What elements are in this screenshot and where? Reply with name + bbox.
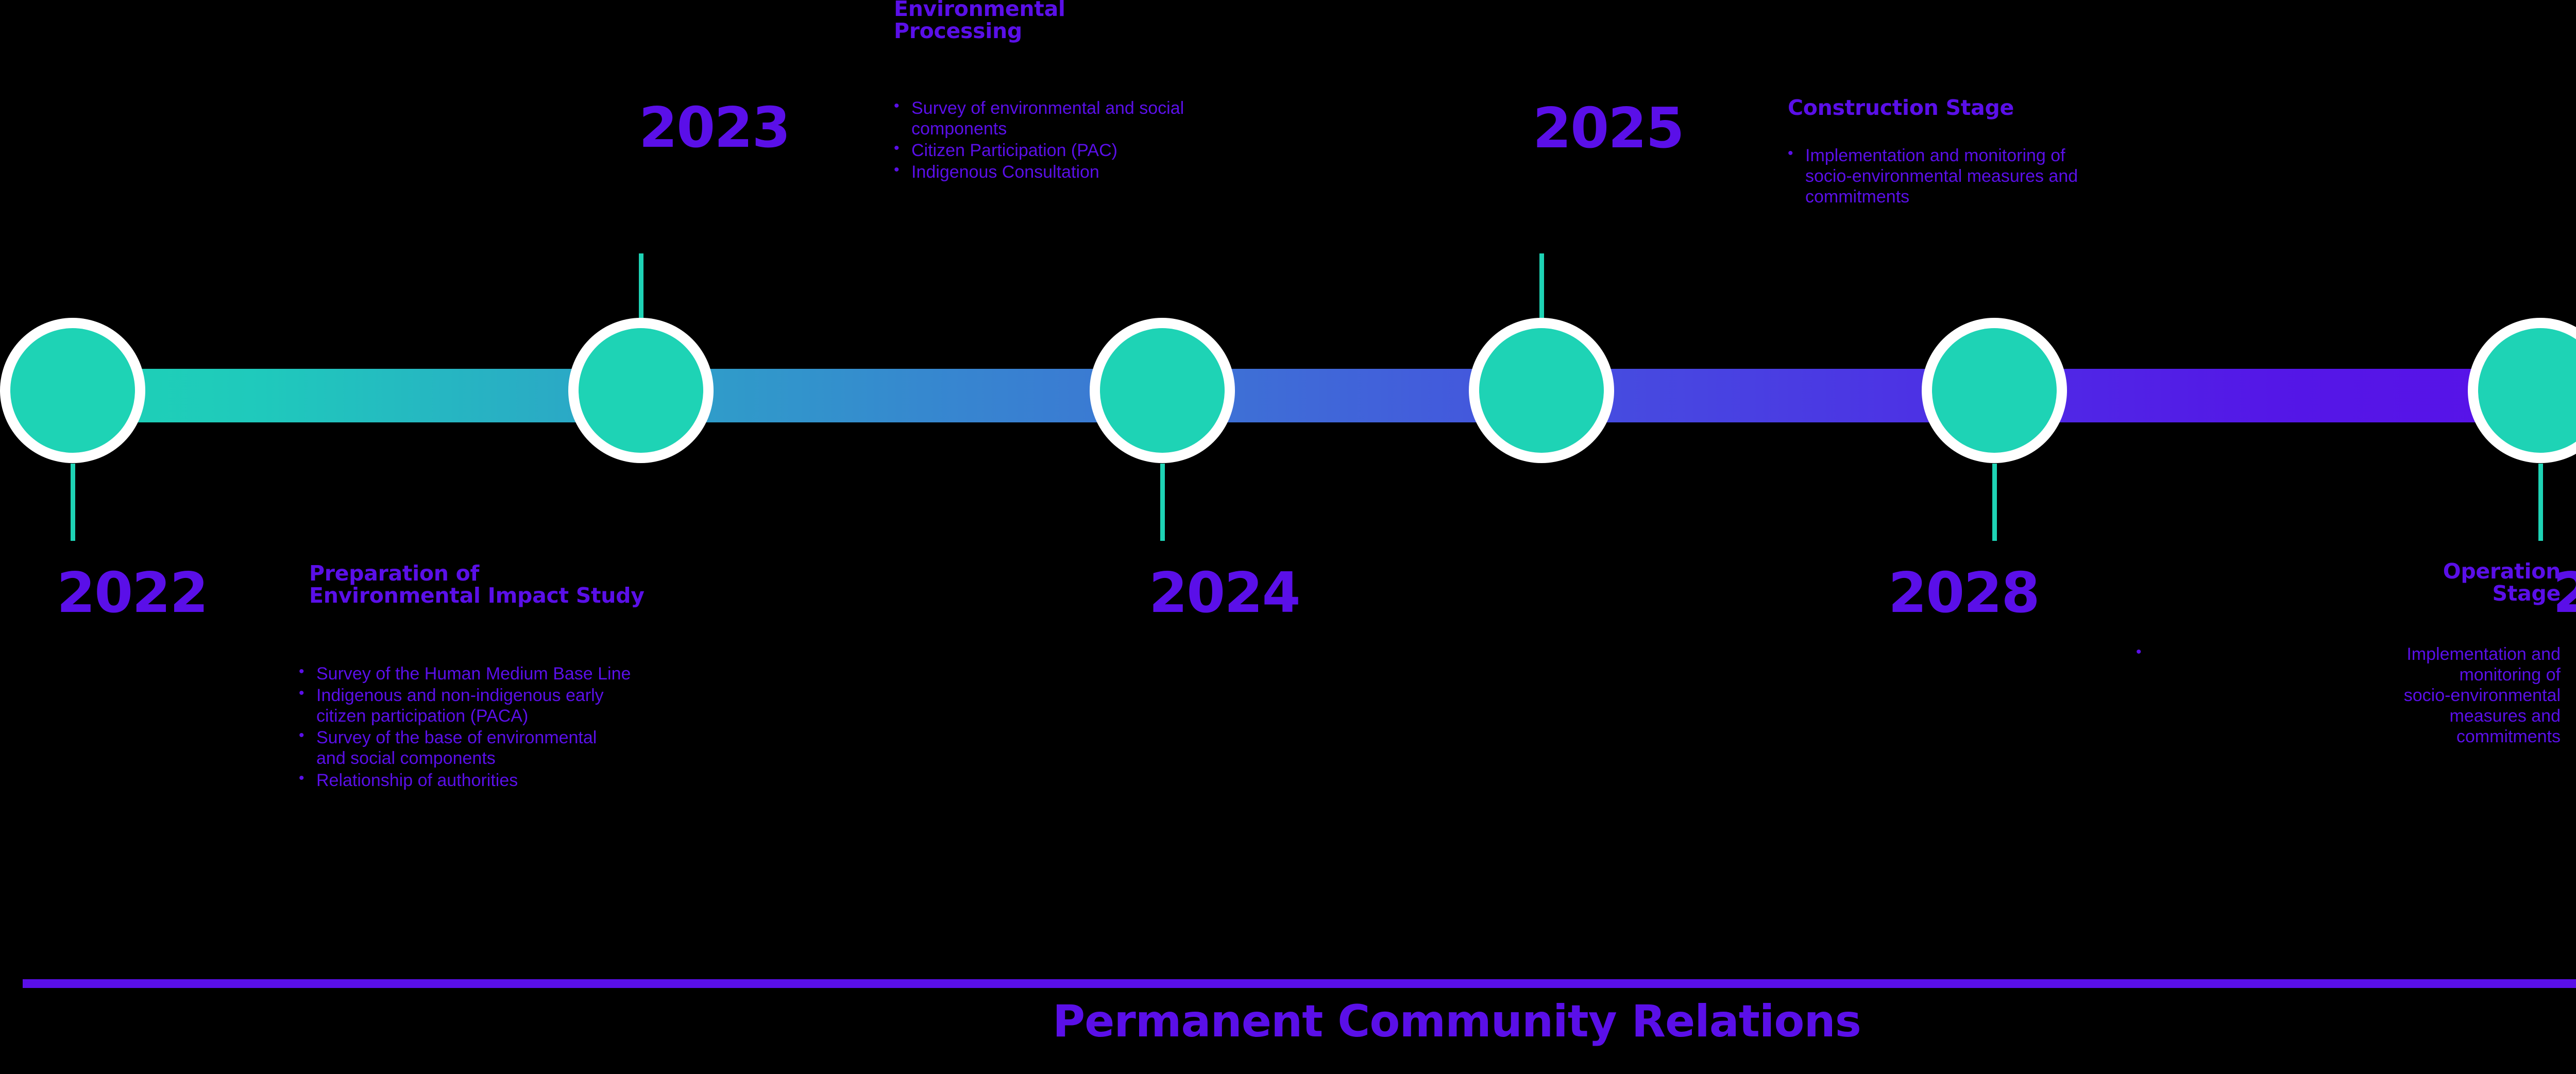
timeline-node-2024[interactable]: [1090, 318, 1235, 463]
milestone-title-2029-line1: Operation: [2443, 559, 2561, 584]
milestone-stem-2022: [71, 464, 75, 541]
list-item: Implementation and monitoring of socio-e…: [1788, 144, 2396, 207]
node-core: [579, 328, 703, 453]
bullet-line: citizen participation (PACA): [316, 706, 529, 726]
milestone-year-2029: 2029: [2553, 561, 2576, 625]
milestone-bullets-2022: Survey of the Human Medium Base Line Ind…: [299, 662, 969, 792]
list-item: Survey of the Human Medium Base Line: [299, 662, 969, 684]
milestone-stem-2025: [1539, 253, 1544, 327]
milestone-title-2025: Construction Stage: [1788, 95, 2210, 120]
milestone-title-2029: Operation Stage: [2210, 560, 2561, 605]
milestone-title-2022-line2: Environmental Impact Study: [309, 583, 645, 608]
bullet-line: commitments: [1805, 187, 1910, 207]
list-item: Relationship of authorities: [299, 769, 969, 791]
bullet-line: Survey of environmental and social: [911, 98, 1184, 118]
list-item: Implementation and monitoring of socio-e…: [2136, 643, 2561, 747]
bullet-line: monitoring of: [2459, 665, 2561, 685]
milestone-stem-2023: [639, 253, 643, 327]
node-core: [1932, 328, 2057, 453]
milestone-title-2025-line1: Construction Stage: [1788, 95, 2014, 120]
list-item: Survey of environmental and social compo…: [894, 97, 1450, 139]
bullet-line: Indigenous and non-indigenous early: [316, 686, 604, 706]
milestone-stem-2024: [1160, 464, 1165, 541]
bullet-line: Implementation and monitoring of: [1805, 146, 2065, 165]
bullet-line: commitments: [2456, 727, 2561, 747]
milestone-title-2023: Environmental Processing: [894, 0, 1213, 43]
node-core: [1479, 328, 1604, 453]
footer-title: Permanent Community Relations: [1053, 996, 1861, 1047]
milestone-bullets-2029: Implementation and monitoring of socio-e…: [2136, 643, 2561, 748]
bullet-line: socio-environmental measures and: [1805, 166, 2078, 186]
timeline-node-2023[interactable]: [568, 318, 714, 463]
bullet-line: Survey of the base of environmental: [316, 728, 597, 748]
milestone-title-2029-line2: Stage: [2492, 581, 2561, 606]
timeline-node-2025[interactable]: [1469, 318, 1614, 463]
list-item: Citizen Participation (PAC): [894, 139, 1450, 161]
node-core: [10, 328, 135, 453]
milestone-year-2025: 2025: [1533, 96, 1685, 161]
list-item: Survey of the base of environmental and …: [299, 726, 969, 769]
timeline-node-2022[interactable]: [0, 318, 145, 463]
footer-divider: [23, 979, 2576, 988]
milestone-year-2023: 2023: [639, 96, 791, 160]
milestone-year-2028: 2028: [1888, 561, 2040, 625]
bullet-line: and social components: [316, 748, 496, 769]
milestone-title-2023-line1: Environmental: [894, 0, 1065, 21]
milestone-bullets-2023: Survey of environmental and social compo…: [894, 97, 1450, 183]
milestone-title-2023-line2: Processing: [894, 19, 1022, 44]
list-item: Indigenous Consultation: [894, 161, 1450, 182]
milestone-year-2022: 2022: [57, 561, 209, 625]
bullet-line: components: [911, 119, 1007, 139]
milestone-title-2022-line1: Preparation of: [309, 561, 480, 586]
node-core: [2478, 328, 2576, 453]
timeline-node-2028[interactable]: [1922, 318, 2067, 463]
timeline-track: [52, 369, 2576, 422]
list-item: Indigenous and non-indigenous early citi…: [299, 684, 969, 726]
bullet-line: Implementation and: [2406, 644, 2561, 664]
bullet-line: socio-environmental: [2403, 686, 2561, 706]
milestone-bullets-2025: Implementation and monitoring of socio-e…: [1788, 144, 2396, 208]
milestone-stem-2028: [1992, 464, 1997, 541]
node-core: [1100, 328, 1225, 453]
milestone-stem-2029: [2538, 464, 2543, 541]
bullet-line: measures and: [2449, 706, 2561, 726]
milestone-title-2022: Preparation of Environmental Impact Stud…: [309, 562, 886, 607]
milestone-year-2024: 2024: [1149, 561, 1301, 625]
timeline-node-2029[interactable]: [2468, 318, 2576, 463]
